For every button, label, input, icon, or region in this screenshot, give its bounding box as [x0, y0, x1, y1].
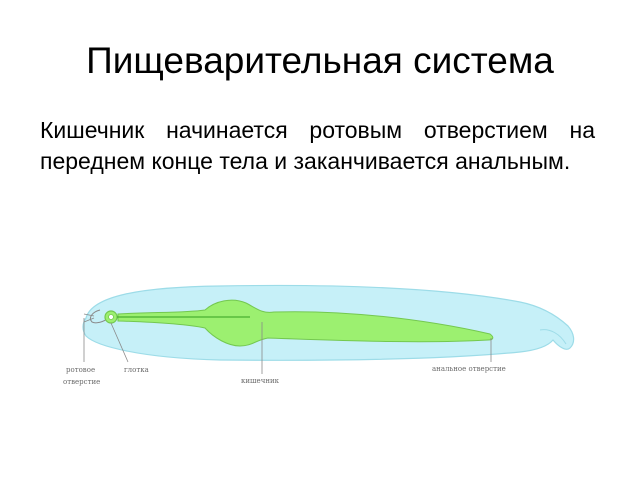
- label-anus: анальное отверстие: [432, 365, 506, 373]
- intestine-shape: [117, 299, 494, 347]
- mouth-opening-inner: [83, 313, 95, 323]
- slide-title: Пищеварительная система: [86, 40, 554, 81]
- mouth-opening: [89, 309, 109, 324]
- tail-fold: [539, 329, 567, 345]
- pharynx-ring-center: [108, 314, 114, 320]
- label-pharynx: глотка: [124, 366, 149, 374]
- pharynx-leader: [110, 322, 129, 363]
- label-mouth-line2: отверстие: [63, 378, 100, 386]
- slide-text: Кишечник начинается ротовым отверстием н…: [40, 117, 595, 174]
- label-intestine: кишечник: [241, 377, 280, 385]
- label-mouth-line1: ротовое: [66, 366, 95, 374]
